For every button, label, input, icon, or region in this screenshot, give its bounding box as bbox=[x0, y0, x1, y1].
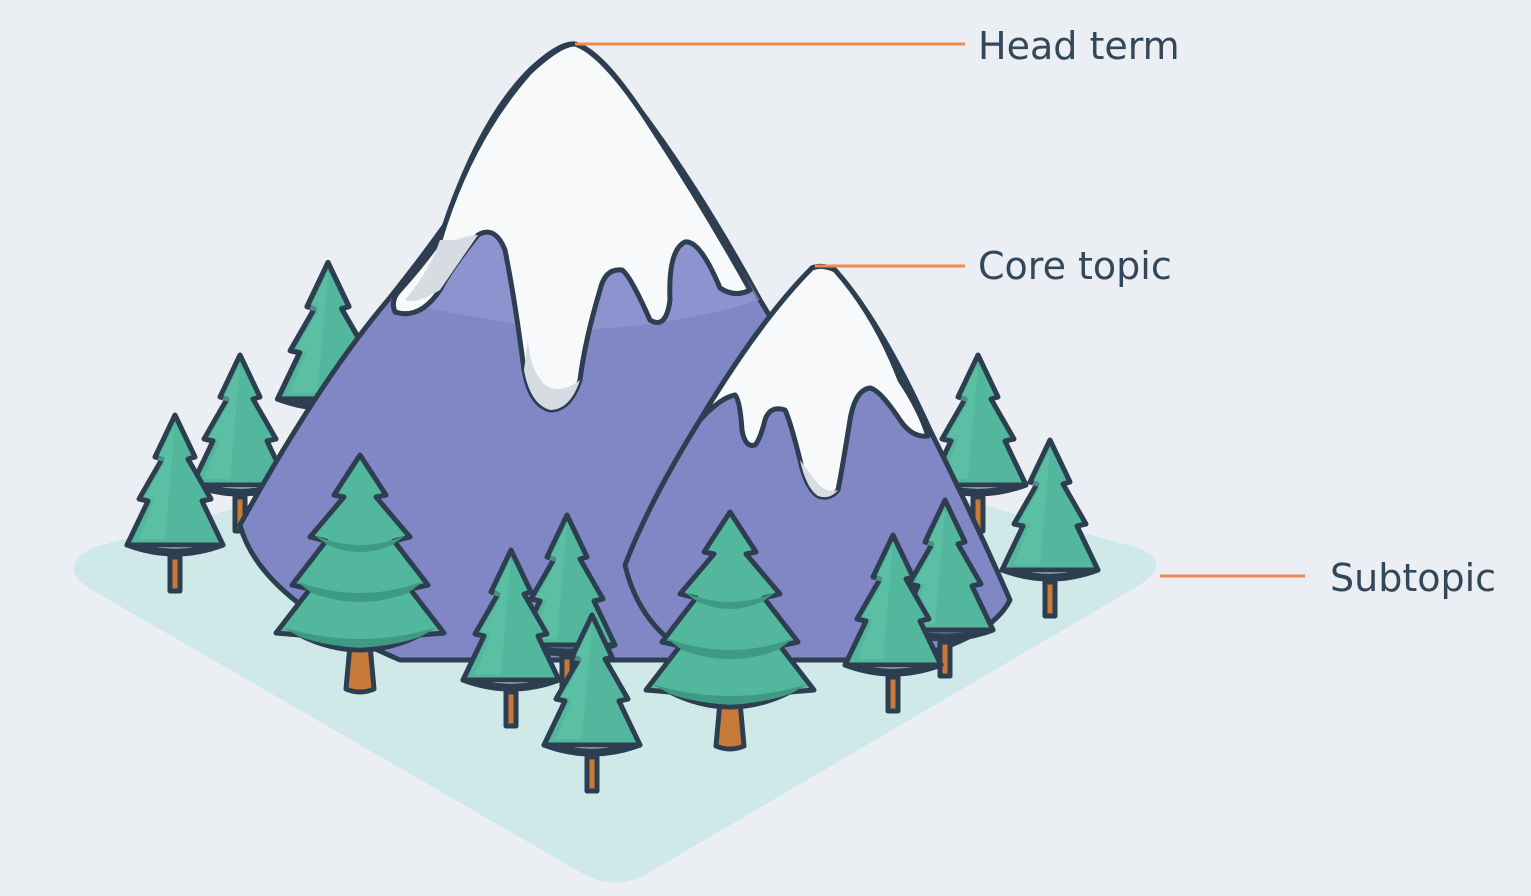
subtopic-label: Subtopic bbox=[1330, 559, 1496, 597]
head-term-label: Head term bbox=[978, 27, 1180, 65]
core-topic-label: Core topic bbox=[978, 247, 1172, 285]
